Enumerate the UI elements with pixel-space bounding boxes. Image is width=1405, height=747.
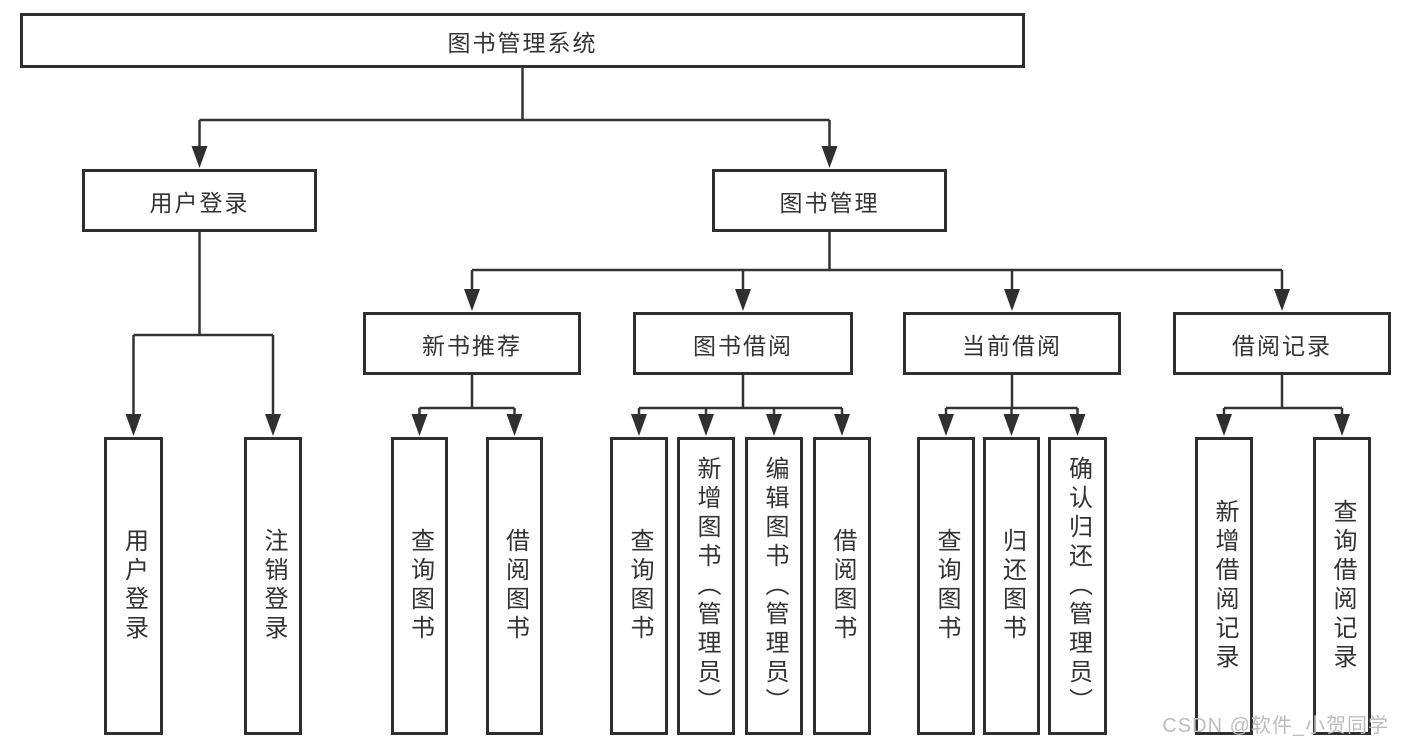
leaf-query-books-borrow-label: 查询图书 (626, 528, 653, 644)
leaf-return-books: 归还图书 (983, 437, 1040, 735)
node-borrow-records-label: 借阅记录 (1232, 332, 1332, 359)
node-book-management-label: 图书管理 (779, 189, 880, 216)
leaf-borrow-books-recommend: 借阅图书 (486, 437, 543, 735)
node-user-login-label: 用户登录 (149, 189, 250, 216)
node-new-book-recommend-label: 新书推荐 (422, 332, 522, 359)
leaf-confirm-return-admin: 确认归还（管理员） (1048, 437, 1107, 735)
leaf-borrow-books: 借阅图书 (813, 437, 871, 735)
leaf-borrow-books-label: 借阅图书 (829, 528, 856, 644)
leaf-return-books-label: 归还图书 (998, 528, 1026, 644)
node-book-borrow-label: 图书借阅 (693, 332, 793, 359)
leaf-query-books-recommend: 查询图书 (391, 437, 448, 735)
node-book-management: 图书管理 (712, 169, 947, 232)
leaf-query-borrow-record-label: 查询借阅记录 (1329, 499, 1356, 673)
leaf-add-books-admin: 新增图书（管理员） (677, 437, 735, 735)
leaf-query-books-recommend-label: 查询图书 (406, 528, 434, 644)
csdn-watermark: CSDN @软件_小贺同学 (1162, 715, 1389, 737)
leaf-borrow-books-recommend-label: 借阅图书 (501, 528, 529, 644)
node-current-borrow-label: 当前借阅 (962, 332, 1062, 359)
leaf-add-books-admin-label: 新增图书（管理员） (693, 455, 720, 717)
leaf-query-books-current-label: 查询图书 (933, 528, 960, 644)
node-borrow-records: 借阅记录 (1173, 312, 1391, 375)
leaf-edit-books-admin-label: 编辑图书（管理员） (761, 455, 788, 717)
leaf-logout-label: 注销登录 (260, 528, 287, 644)
leaf-query-books-current: 查询图书 (917, 437, 975, 735)
leaf-user-login-label: 用户登录 (120, 528, 148, 644)
leaf-query-books-borrow: 查询图书 (610, 437, 668, 735)
leaf-add-borrow-record-label: 新增借阅记录 (1211, 499, 1238, 673)
node-user-login: 用户登录 (82, 169, 317, 232)
node-root: 图书管理系统 (20, 13, 1025, 68)
leaf-query-borrow-record: 查询借阅记录 (1313, 437, 1371, 735)
node-current-borrow: 当前借阅 (903, 312, 1121, 375)
leaf-user-login: 用户登录 (104, 437, 163, 735)
node-book-borrow: 图书借阅 (633, 312, 853, 375)
node-new-book-recommend: 新书推荐 (363, 312, 581, 375)
leaf-logout: 注销登录 (244, 437, 302, 735)
node-root-label: 图书管理系统 (447, 29, 598, 56)
leaf-add-borrow-record: 新增借阅记录 (1195, 437, 1253, 735)
leaf-confirm-return-admin-label: 确认归还（管理员） (1064, 455, 1092, 717)
leaf-edit-books-admin: 编辑图书（管理员） (745, 437, 803, 735)
